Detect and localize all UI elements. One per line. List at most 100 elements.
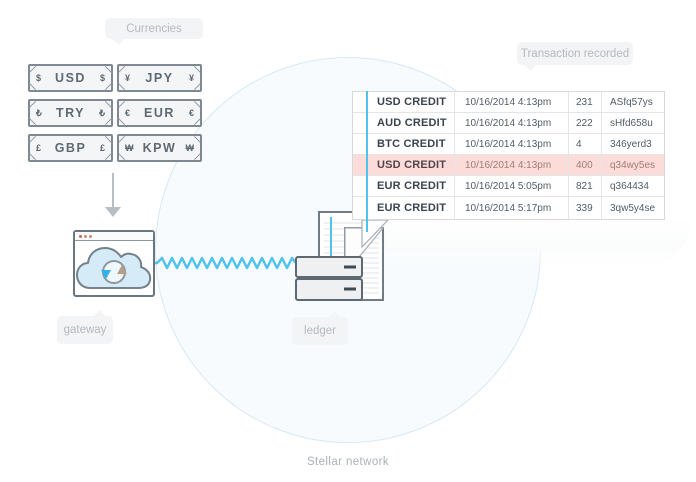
note-corner [104, 135, 113, 144]
note-corner [193, 152, 202, 161]
gateway-browser-window [73, 230, 155, 297]
cloud-sync-icon [76, 247, 152, 289]
table-margin-line [366, 91, 368, 232]
transaction-row: USD CREDIT 10/16/2014 4:13pm 231 ASfq57y… [353, 92, 664, 114]
note-corner [28, 117, 37, 126]
currency-note-jpy: ¥ JPY ¥ [117, 64, 202, 92]
row-datetime-cell: 10/16/2014 4:13pm [455, 92, 569, 113]
server-box-top [295, 256, 363, 278]
row-datetime-cell: 10/16/2014 5:17pm [455, 197, 569, 219]
row-currency-cell: USD CREDIT [367, 155, 455, 176]
note-corner [193, 135, 202, 144]
row-currency-cell: BTC CREDIT [367, 134, 455, 155]
transaction-row: EUR CREDIT 10/16/2014 5:17pm 339 3qw5y4s… [353, 197, 664, 219]
currency-symbol: £ [36, 143, 42, 153]
note-corner [117, 100, 126, 109]
row-hash-cell: sHfd658u [610, 117, 653, 129]
row-margin-cell [353, 176, 367, 196]
row-datetime-cell: 10/16/2014 4:13pm [455, 155, 569, 176]
note-corner [193, 100, 202, 109]
tooltip-currencies-label: Currencies [126, 22, 182, 35]
row-datetime-cell: 10/16/2014 5:05pm [455, 176, 569, 197]
note-corner [104, 100, 113, 109]
row-currency-cell: EUR CREDIT [367, 176, 455, 197]
currency-note-eur: € EUR € [117, 99, 202, 127]
row-currency-cell: AUD CREDIT [367, 113, 455, 134]
tooltip-currencies: Currencies [105, 18, 203, 45]
note-corner [28, 65, 37, 74]
currency-symbol: ₩ [185, 143, 194, 153]
currency-note-try: ₺ TRY ₺ [28, 99, 113, 127]
row-amount-cell: 231 [569, 92, 602, 113]
network-connection-zigzag [155, 256, 297, 270]
currency-note-gbp: £ GBP £ [28, 134, 113, 162]
row-margin-cell [353, 197, 367, 218]
currency-code: EUR [144, 106, 175, 120]
note-corner [28, 100, 37, 109]
note-corner [117, 135, 126, 144]
row-margin-cell [353, 155, 367, 175]
row-hash-cell: q34wy5es [610, 159, 656, 171]
note-corner [117, 82, 126, 91]
row-amount-cell: 339 [569, 197, 602, 219]
row-margin-cell [353, 134, 367, 154]
currency-symbol: € [188, 108, 194, 118]
row-amount-cell: 821 [569, 176, 602, 197]
tooltip-transaction-label: Transaction recorded [520, 47, 630, 60]
window-control-dot [89, 234, 92, 238]
currency-note-usd: $ USD $ [28, 64, 113, 92]
currency-symbol: ¥ [125, 73, 131, 83]
row-amount-cell: 400 [569, 155, 602, 176]
sync-arrow-up-icon [117, 265, 127, 274]
currency-code: GBP [54, 141, 87, 155]
page-curl-shadow [385, 219, 691, 267]
row-hash-cell: q364434 [610, 180, 649, 192]
currency-symbol: ₩ [125, 143, 134, 153]
row-amount-cell: 4 [569, 134, 602, 155]
stellar-network-label: Stellar network [306, 456, 390, 468]
note-corner [193, 82, 202, 91]
note-corner [193, 65, 202, 74]
tooltip-ledger: ledger [292, 311, 348, 345]
sync-arrow-down-icon [101, 270, 111, 279]
note-corner [28, 82, 37, 91]
currency-symbol: £ [99, 143, 105, 153]
row-margin-cell [353, 113, 367, 133]
row-hash-cell: 346yerd3 [610, 138, 652, 150]
row-hash-cell: ASfq57ys [610, 96, 653, 108]
currency-code: JPY [145, 71, 174, 85]
note-corner [117, 117, 126, 126]
currency-symbol: € [125, 108, 131, 118]
currency-note-kpw: ₩ KPW ₩ [117, 134, 202, 162]
row-hash-cell: 3qw5y4se [610, 202, 656, 214]
transaction-table: USD CREDIT 10/16/2014 4:13pm 231 ASfq57y… [352, 91, 665, 220]
transaction-row: AUD CREDIT 10/16/2014 4:13pm 222 sHfd658… [353, 113, 664, 135]
window-control-dot [84, 234, 87, 238]
window-control-dot [79, 234, 82, 238]
note-corner [117, 65, 126, 74]
note-corner [104, 152, 113, 161]
transaction-row: BTC CREDIT 10/16/2014 4:13pm 4 346yerd3 [353, 134, 664, 156]
currency-symbol: ₺ [99, 107, 105, 118]
note-corner [28, 152, 37, 161]
flow-arrow-down [112, 173, 114, 207]
row-currency-cell: USD CREDIT [367, 92, 455, 113]
browser-title-bar [75, 232, 153, 241]
currency-symbol: ¥ [188, 73, 194, 83]
flow-arrow-down-head [105, 207, 121, 217]
note-corner [104, 82, 113, 91]
row-margin-cell [353, 92, 367, 112]
row-datetime-cell: 10/16/2014 4:13pm [455, 113, 569, 134]
transaction-row: USD CREDIT 10/16/2014 4:13pm 400 q34wy5e… [353, 155, 664, 177]
currency-symbol: $ [99, 73, 105, 83]
row-currency-cell: EUR CREDIT [367, 197, 455, 219]
note-corner [28, 135, 37, 144]
ledger-icon [295, 211, 385, 301]
currency-code: KPW [142, 141, 177, 155]
note-corner [117, 152, 126, 161]
currency-symbol: ₺ [36, 107, 42, 118]
note-corner [193, 117, 202, 126]
transaction-row: EUR CREDIT 10/16/2014 5:05pm 821 q364434 [353, 176, 664, 198]
